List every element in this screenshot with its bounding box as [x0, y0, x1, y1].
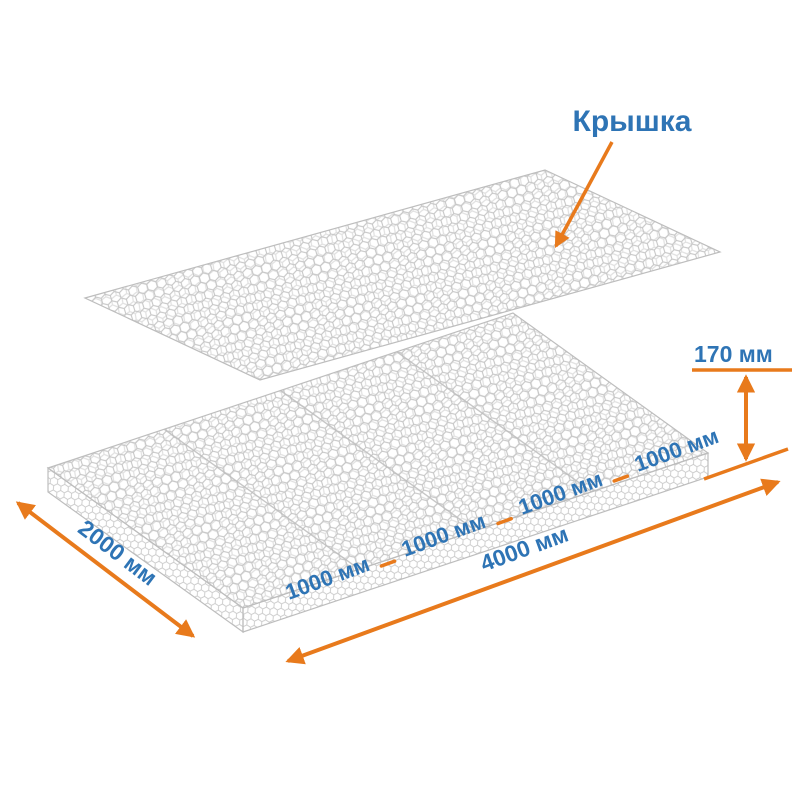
lid-mesh-panel — [83, 169, 722, 381]
height-label: 170 мм — [694, 341, 773, 367]
partition-line-3 — [396, 351, 593, 493]
length-dimension-arrow — [285, 478, 781, 665]
segment-tick-1 — [379, 559, 397, 568]
segment-tick-2 — [496, 516, 513, 526]
dimension-lines — [15, 141, 792, 665]
lid-label: Крышка — [573, 105, 692, 138]
lid-callout-arrow — [554, 141, 614, 249]
lid-mesh-face-overlay — [85, 170, 720, 380]
width-dimension-arrow — [15, 501, 196, 638]
height-extension-bottom — [703, 447, 789, 481]
segment-tick-3 — [612, 474, 630, 483]
